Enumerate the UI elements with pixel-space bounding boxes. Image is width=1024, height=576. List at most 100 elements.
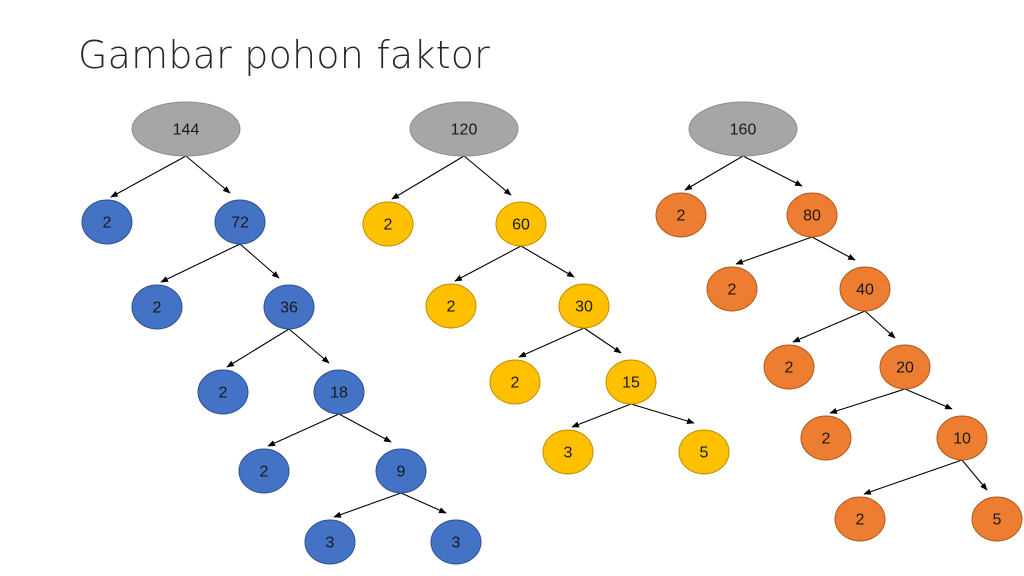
tree-1-root-node: 120 — [409, 101, 519, 157]
tree-2-level-1-left-node-label: 2 — [728, 282, 737, 299]
tree-2-root-node-label: 160 — [730, 122, 757, 139]
tree-0-level-2-left-node-shape — [197, 369, 249, 415]
tree-1-edge-0-left — [391, 155, 465, 200]
tree-1-level-3-left-node-shape — [542, 429, 594, 475]
tree-0-edge-2-left — [226, 328, 290, 368]
tree-1-edge-3-right — [630, 403, 695, 424]
tree-0-level-4-right-node-label: 3 — [452, 535, 461, 552]
tree-2-level-3-right-node-label: 10 — [953, 431, 971, 448]
tree-0-level-0-right-node-shape — [214, 199, 266, 245]
tree-2-level-2-left-node-label: 2 — [785, 360, 794, 377]
tree-2-level-0-left-node: 2 — [655, 192, 707, 238]
tree-1-level-1-right-node-shape — [558, 283, 610, 329]
tree-2-edge-1-left — [735, 236, 813, 265]
tree-2-level-4-left-node-label: 2 — [856, 512, 865, 529]
tree-1-level-1-right-node-label: 30 — [575, 299, 593, 316]
tree-1-root-node-shape — [409, 101, 519, 157]
tree-0-edge-2-right — [288, 328, 330, 364]
tree-2-edge-2-right — [864, 310, 896, 339]
tree-2-level-4-right-node: 5 — [971, 496, 1023, 542]
tree-1-level-1-right-node: 30 — [558, 283, 610, 329]
tree-2-level-4-right-node-shape — [971, 496, 1023, 542]
tree-0-level-2-right-node-label: 18 — [330, 385, 348, 402]
tree-0-root-node-shape — [131, 101, 241, 157]
tree-0-level-1-right-node-label: 36 — [280, 300, 298, 317]
tree-2-edge-4-right — [961, 459, 988, 491]
tree-2-level-2-right-node-shape — [879, 344, 931, 390]
tree-1-level-1-left-node: 2 — [425, 283, 477, 329]
tree-2-edge-0-left — [684, 155, 744, 191]
tree-1-level-2-left-node-shape — [489, 359, 541, 405]
tree-0-edge-1-right — [239, 243, 280, 279]
tree-1-level-2-right-node: 15 — [605, 359, 657, 405]
tree-2-level-3-right-node: 10 — [936, 415, 988, 461]
tree-1-level-0-right-node: 60 — [495, 201, 547, 247]
tree-2-level-2-right-node: 20 — [879, 344, 931, 390]
tree-1-level-0-left-node: 2 — [362, 201, 414, 247]
tree-0-level-3-right-node-label: 9 — [397, 464, 406, 481]
tree-1-level-3-left-node-label: 3 — [564, 445, 573, 462]
tree-1-edge-3-left — [571, 403, 632, 428]
tree-2-edge-0-right — [742, 155, 803, 187]
slide-title: Gambar pohon faktor — [78, 33, 490, 77]
tree-2-level-0-right-node-label: 80 — [803, 208, 821, 225]
tree-1-level-3-right-node-label: 5 — [700, 445, 709, 462]
tree-2-edge-2-left — [792, 310, 866, 343]
tree-2-level-0-right-node-shape — [786, 192, 838, 238]
tree-1-level-2-right-node-shape — [605, 359, 657, 405]
tree-0-level-4-left-node-label: 3 — [326, 535, 335, 552]
tree-1-level-3-left-node: 3 — [542, 429, 594, 475]
tree-1-level-1-left-node-label: 2 — [447, 299, 456, 316]
tree-1-level-2-right-node-label: 15 — [622, 375, 640, 392]
tree-0-level-0-right-node: 72 — [214, 199, 266, 245]
tree-1-level-2-left-node-label: 2 — [511, 375, 520, 392]
tree-0-edge-0-left — [110, 155, 187, 198]
tree-2-root-node: 160 — [688, 101, 798, 157]
tree-2-level-4-left-node-shape — [834, 496, 886, 542]
tree-0-edge-1-left — [160, 243, 241, 283]
tree-1-edge-0-right — [463, 155, 512, 196]
tree-0-edge-4-left — [333, 492, 402, 518]
tree-2-level-1-left-node: 2 — [706, 266, 758, 312]
tree-2-level-3-left-node: 2 — [800, 415, 852, 461]
tree-0-level-4-right-node-shape — [430, 519, 482, 565]
tree-0-level-2-right-node: 18 — [313, 369, 365, 415]
tree-0-level-0-left-node: 2 — [81, 199, 133, 245]
tree-0-level-3-left-node: 2 — [238, 448, 290, 494]
tree-1-level-3-right-node: 5 — [678, 429, 730, 475]
tree-0-level-0-right-node-label: 72 — [231, 215, 249, 232]
tree-0-edge-0-right — [185, 155, 231, 194]
tree-1-level-1-left-node-shape — [425, 283, 477, 329]
tree-0-level-0-left-node-shape — [81, 199, 133, 245]
tree-2-edge-1-right — [811, 236, 856, 261]
tree-1-edge-1-right — [520, 245, 575, 278]
tree-0-level-3-right-node: 9 — [375, 448, 427, 494]
tree-2-edge-4-left — [863, 459, 963, 495]
tree-2-edge-3-left — [829, 388, 906, 414]
tree-1-level-0-right-node-shape — [495, 201, 547, 247]
tree-0-edge-3-right — [338, 413, 392, 443]
tree-1-edge-2-left — [518, 327, 585, 358]
tree-0-level-1-right-node-shape — [263, 284, 315, 330]
tree-2-level-1-right-node-shape — [839, 266, 891, 312]
tree-1-edge-1-left — [454, 245, 522, 282]
tree-0-edge-3-left — [267, 413, 340, 447]
tree-0-level-1-left-node-shape — [131, 284, 183, 330]
tree-0-level-2-right-node-shape — [313, 369, 365, 415]
tree-2-level-2-left-node-shape — [763, 344, 815, 390]
tree-0-level-4-right-node: 3 — [430, 519, 482, 565]
tree-2-level-2-right-node-label: 20 — [896, 360, 914, 377]
tree-1-level-2-left-node: 2 — [489, 359, 541, 405]
tree-0-level-1-right-node: 36 — [263, 284, 315, 330]
tree-1-level-0-right-node-label: 60 — [512, 217, 530, 234]
tree-0-level-1-left-node-label: 2 — [153, 300, 162, 317]
tree-2-level-4-left-node: 2 — [834, 496, 886, 542]
tree-0-level-0-left-node-label: 2 — [103, 215, 112, 232]
tree-2-level-0-right-node: 80 — [786, 192, 838, 238]
tree-0-level-3-left-node-label: 2 — [260, 464, 269, 481]
tree-2-level-1-right-node: 40 — [839, 266, 891, 312]
tree-0-level-2-left-node: 2 — [197, 369, 249, 415]
tree-1-root-node-label: 120 — [451, 122, 478, 139]
